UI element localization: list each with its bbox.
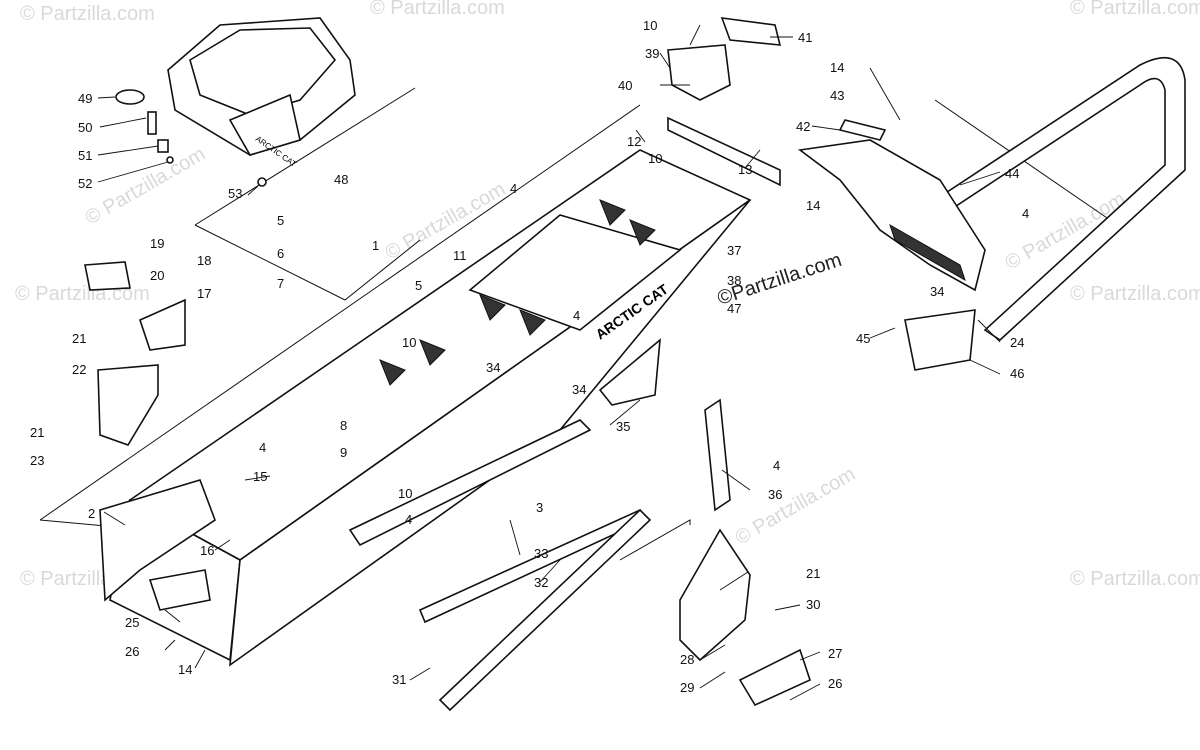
callout-14: 14 xyxy=(178,662,192,677)
callout-51: 51 xyxy=(78,148,92,163)
callout-21: 21 xyxy=(30,425,44,440)
callout-5: 5 xyxy=(277,213,284,228)
left-brackets[interactable] xyxy=(84,261,216,611)
tunnel-group-line xyxy=(619,519,691,561)
callout-34: 34 xyxy=(572,382,586,397)
callout-13: 13 xyxy=(738,162,752,177)
callout-45: 45 xyxy=(856,331,870,346)
watermark: © Partzilla.com xyxy=(1070,0,1200,19)
callout-32: 32 xyxy=(534,575,548,590)
callout-10: 10 xyxy=(648,151,662,166)
tunnel-group-line xyxy=(39,104,641,521)
callout-2: 2 xyxy=(88,506,95,521)
callout-53: 53 xyxy=(228,186,242,201)
watermark: © Partzilla.com xyxy=(370,0,505,19)
rear-rail[interactable] xyxy=(667,116,781,187)
callout-26: 26 xyxy=(828,676,842,691)
callout-42: 42 xyxy=(796,119,810,134)
callout-48: 48 xyxy=(334,172,348,187)
seat-bag[interactable]: ARCTIC CAT xyxy=(167,17,356,169)
callout-22: 22 xyxy=(72,362,86,377)
callout-4: 4 xyxy=(405,512,412,527)
callout-14: 14 xyxy=(830,60,844,75)
callout-29: 29 xyxy=(680,680,694,695)
seat-group-line xyxy=(194,224,421,301)
callout-8: 8 xyxy=(340,418,347,433)
watermark: © Partzilla.com xyxy=(20,3,155,25)
callout-7: 7 xyxy=(277,276,284,291)
callout-1: 1 xyxy=(372,238,379,253)
callout-10: 10 xyxy=(402,335,416,350)
watermark: © Partzilla.com xyxy=(382,178,510,264)
watermark: © Partzilla.com xyxy=(82,143,210,229)
callout-50: 50 xyxy=(78,120,92,135)
callout-15: 15 xyxy=(253,469,267,484)
callout-21: 21 xyxy=(72,331,86,346)
callout-43: 43 xyxy=(830,88,844,103)
tunnel[interactable]: ARCTIC CAT xyxy=(109,149,752,667)
right-parts[interactable] xyxy=(598,309,976,707)
callout-4: 4 xyxy=(259,440,266,455)
callout-14: 14 xyxy=(806,198,820,213)
callout-21: 21 xyxy=(806,566,820,581)
running-board[interactable] xyxy=(348,419,652,712)
callout-23: 23 xyxy=(30,453,44,468)
callout-28: 28 xyxy=(680,652,694,667)
callout-6: 6 xyxy=(277,246,284,261)
callout-35: 35 xyxy=(616,419,630,434)
callout-9: 9 xyxy=(340,445,347,460)
callout-34: 34 xyxy=(930,284,944,299)
callout-3: 3 xyxy=(536,500,543,515)
callout-46: 46 xyxy=(1010,366,1024,381)
seat-group-line xyxy=(194,87,416,226)
callout-27: 27 xyxy=(828,646,842,661)
callout-26: 26 xyxy=(125,644,139,659)
callout-12: 12 xyxy=(627,134,641,149)
callout-19: 19 xyxy=(150,236,164,251)
callout-4: 4 xyxy=(510,181,517,196)
callout-4: 4 xyxy=(573,308,580,323)
hitch-bracket[interactable] xyxy=(667,17,782,101)
callout-33: 33 xyxy=(534,546,548,561)
callout-40: 40 xyxy=(618,78,632,93)
callout-38: 38 xyxy=(727,273,741,288)
callout-30: 30 xyxy=(806,597,820,612)
callout-52: 52 xyxy=(78,176,92,191)
callout-17: 17 xyxy=(197,286,211,301)
callout-41: 41 xyxy=(798,30,812,45)
callout-49: 49 xyxy=(78,91,92,106)
callout-36: 36 xyxy=(768,487,782,502)
rear-flap[interactable] xyxy=(797,119,986,292)
callout-37: 37 xyxy=(727,243,741,258)
callout-labels: 49 50 51 52 53 48 19 20 18 17 21 22 21 2… xyxy=(30,18,1029,695)
callout-16: 16 xyxy=(200,543,214,558)
callout-39: 39 xyxy=(645,46,659,61)
callout-11: 11 xyxy=(453,248,467,263)
callout-10: 10 xyxy=(398,486,412,501)
callout-10: 10 xyxy=(643,18,657,33)
callout-47: 47 xyxy=(727,301,741,316)
callout-5: 5 xyxy=(415,278,422,293)
callout-25: 25 xyxy=(125,615,139,630)
callout-34: 34 xyxy=(486,360,500,375)
watermark: © Partzilla.com xyxy=(732,463,860,549)
callout-4: 4 xyxy=(1022,206,1029,221)
callout-20: 20 xyxy=(150,268,164,283)
watermark: © Partzilla.com xyxy=(1070,568,1200,590)
callout-31: 31 xyxy=(392,672,406,687)
callout-4: 4 xyxy=(773,458,780,473)
leader-lines xyxy=(97,24,1001,701)
seat-hardware xyxy=(115,89,267,187)
callout-44: 44 xyxy=(1005,166,1019,181)
callout-24: 24 xyxy=(1010,335,1024,350)
callout-18: 18 xyxy=(197,253,211,268)
watermark: © Partzilla.com xyxy=(1070,283,1200,305)
